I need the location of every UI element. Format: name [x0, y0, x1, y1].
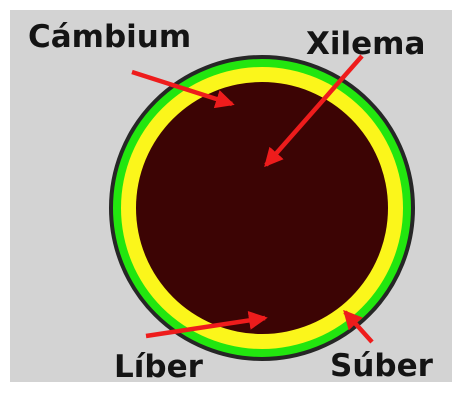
xilema-core	[136, 82, 388, 334]
suber-label: Súber	[330, 348, 434, 384]
liber-label: Líber	[114, 349, 204, 385]
xilema-label: Xilema	[306, 26, 425, 62]
cambium-label: Cámbium	[28, 19, 191, 55]
